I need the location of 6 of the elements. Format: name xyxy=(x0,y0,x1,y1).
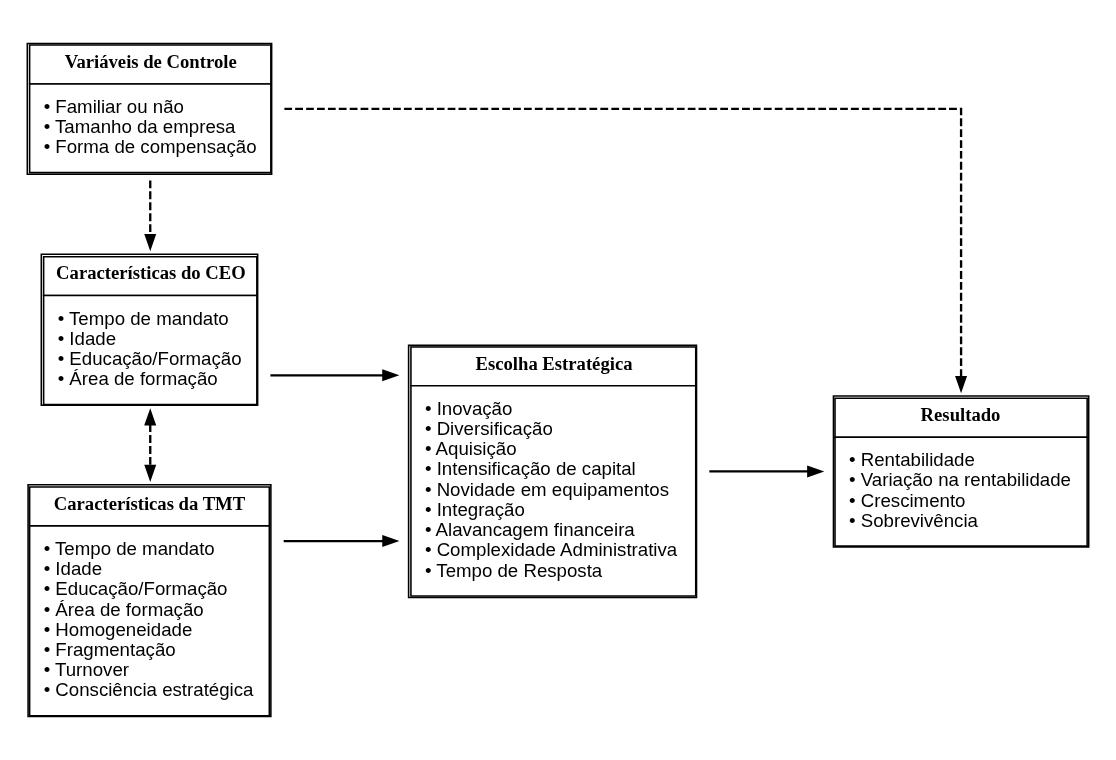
arrow xyxy=(284,107,968,394)
arrow xyxy=(144,180,157,252)
arrow xyxy=(709,465,825,478)
arrow xyxy=(144,408,157,482)
arrow xyxy=(283,535,400,548)
arrow xyxy=(270,369,400,382)
